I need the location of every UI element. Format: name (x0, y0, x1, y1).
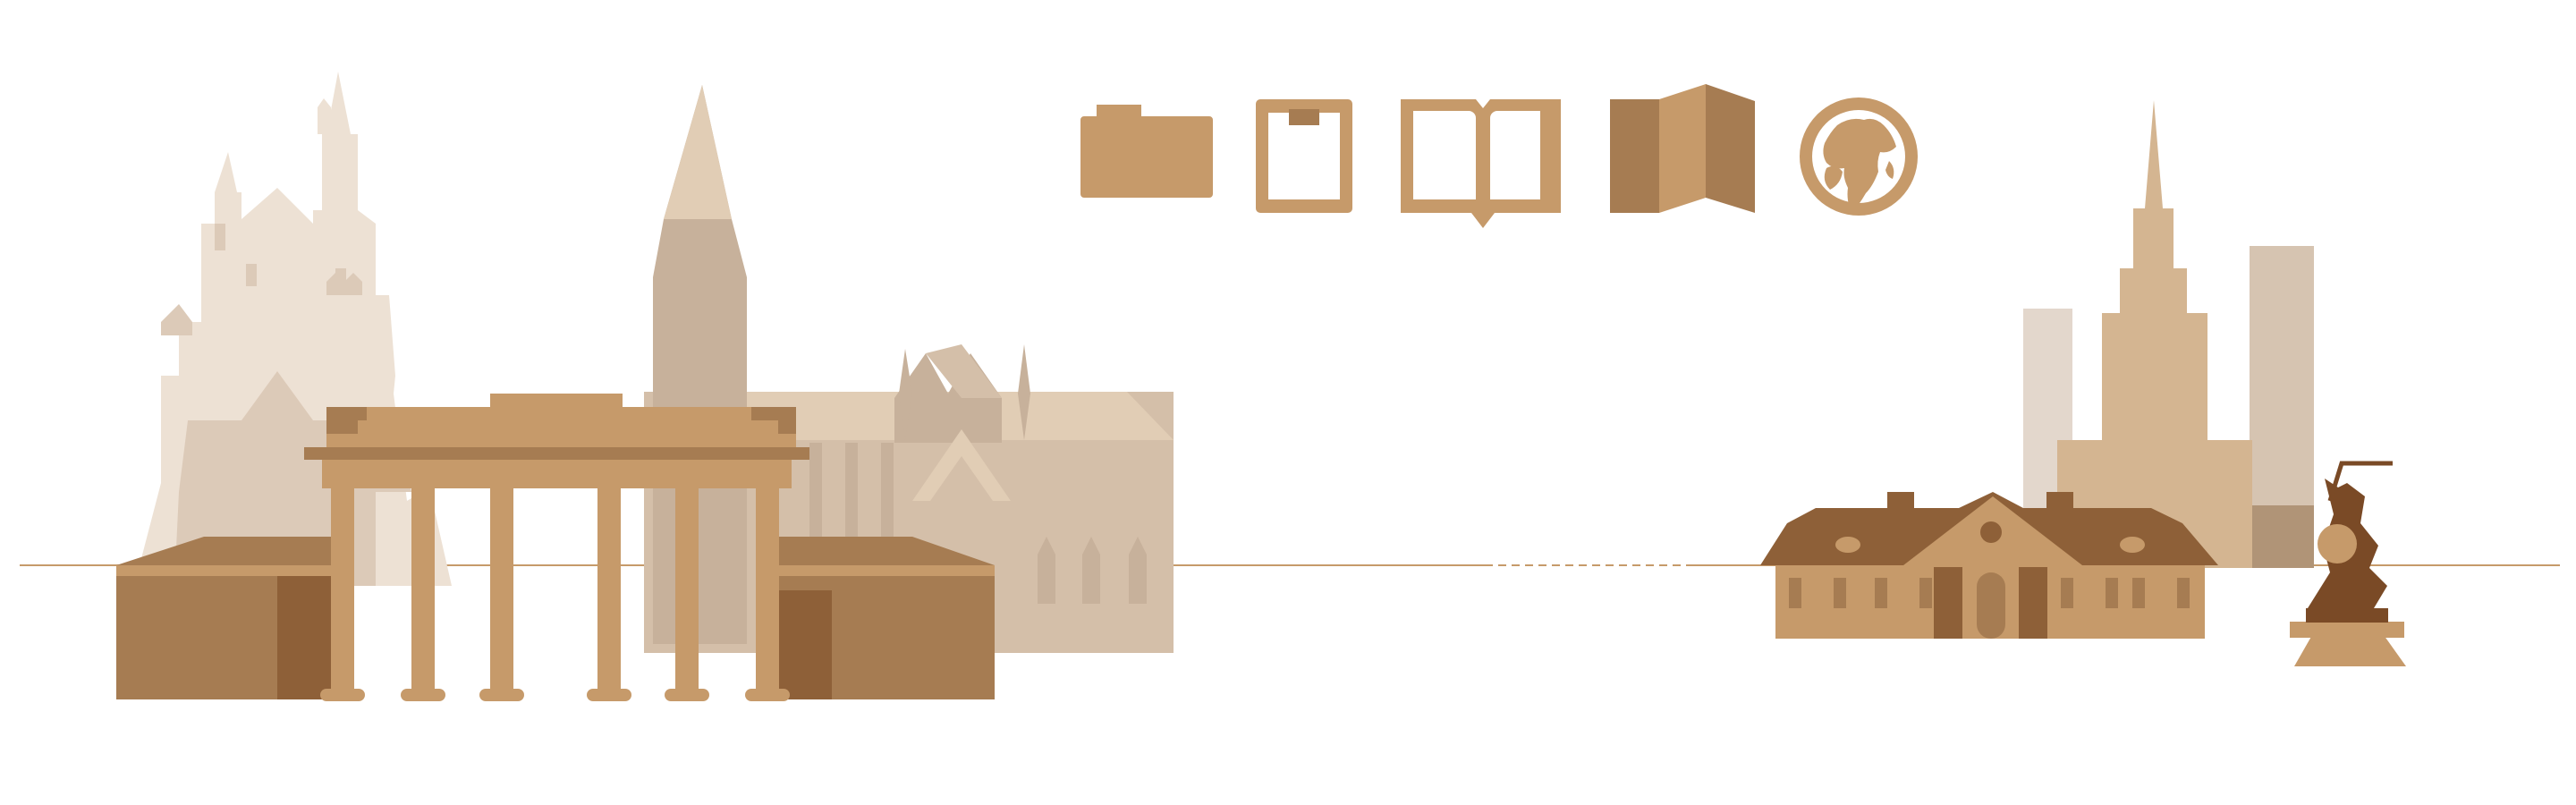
gate-column (675, 488, 699, 692)
cathedral-window (1129, 537, 1147, 604)
manor-window-pane (2145, 578, 2177, 608)
colonnade-gate-illustration (304, 394, 809, 701)
cathedral-pillar (845, 443, 858, 564)
pavilion-column (944, 592, 979, 699)
cathedral-pillar (809, 443, 822, 564)
mermaid-statue-illustration (2290, 461, 2406, 666)
pavilion-column (279, 592, 328, 699)
pavilion-right-columns (845, 592, 979, 699)
gate-column-base (479, 689, 524, 701)
icon-row (1080, 84, 1918, 228)
manor-window-pane (1801, 578, 1834, 608)
open-book-icon[interactable] (1401, 99, 1561, 228)
manor-window-pane (1887, 578, 1919, 608)
gate-column (411, 488, 435, 692)
cathedral-window (1038, 537, 1055, 604)
folder-icon[interactable] (1080, 105, 1213, 198)
gate-columns (320, 488, 790, 701)
pavilion-left-columns (130, 592, 328, 699)
gate-column (756, 488, 779, 692)
manor-window-pane (2073, 578, 2106, 608)
gate-column-base (401, 689, 445, 701)
pavilion-column (894, 592, 930, 699)
folded-map-icon[interactable] (1610, 84, 1755, 213)
gate-column-base (587, 689, 631, 701)
gate-column-base (320, 689, 365, 701)
pavilion-column (231, 592, 265, 699)
cathedral-windows (809, 443, 1147, 604)
gate-column (490, 488, 513, 692)
pavilion-column (845, 592, 881, 699)
package-icon[interactable] (1256, 99, 1352, 213)
gate-column-base (745, 689, 790, 701)
pavilion-column (177, 592, 211, 699)
castle-illustration (134, 72, 452, 586)
manor-house-illustration (1760, 492, 2218, 639)
gate-column (597, 488, 621, 692)
globe-icon[interactable] (1800, 97, 1918, 216)
cathedral-pillar (881, 443, 894, 564)
gate-column (331, 488, 354, 692)
pavilion-column (130, 592, 164, 699)
cathedral-window (1082, 537, 1100, 604)
manor-windows (1789, 578, 2190, 608)
pavilion-right-illustration (778, 537, 995, 699)
pavilion-left-illustration (116, 537, 353, 699)
gate-column-base (665, 689, 709, 701)
